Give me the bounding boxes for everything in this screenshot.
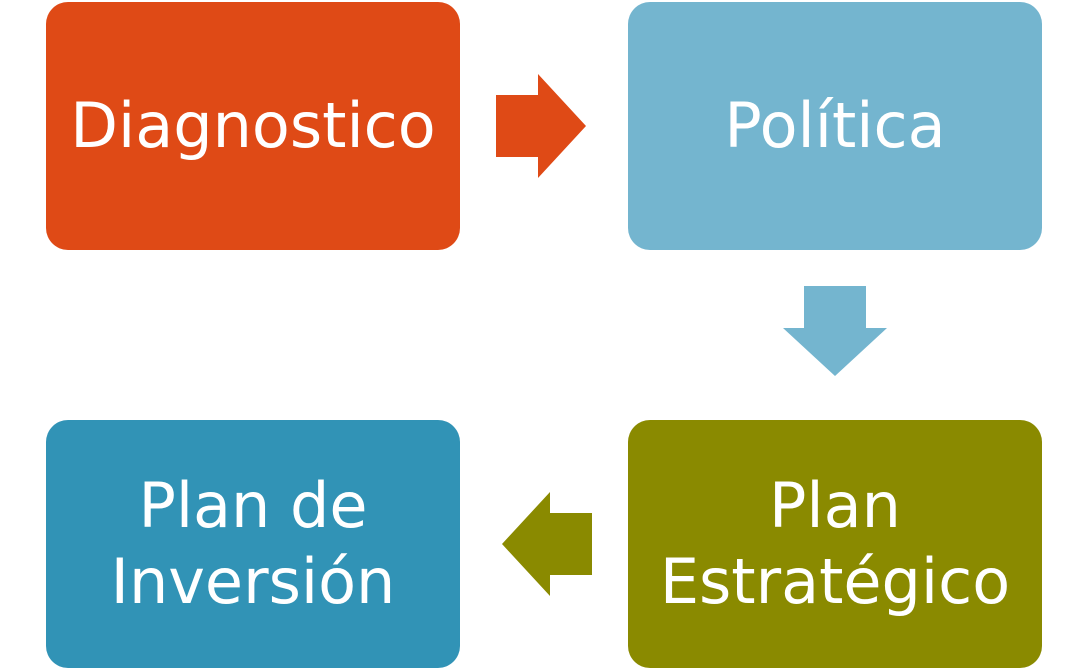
node-plan-inversion: Plan de Inversión [46,420,460,668]
node-plan-inversion-line1: Plan de [138,469,368,543]
arrow-left-icon [502,492,592,596]
arrow-down-icon [783,286,887,376]
node-diagnostico: Diagnostico [46,2,460,250]
node-plan-estrategico-line1: Plan [769,469,901,543]
node-plan-estrategico: Plan Estratégico [628,420,1042,668]
node-plan-inversion-line2: Inversión [110,545,396,618]
node-plan-estrategico-line2: Estratégico [659,545,1011,618]
node-politica: Política [628,2,1042,250]
arrow-right-icon [496,74,586,178]
node-diagnostico-label: Diagnostico [70,89,436,163]
node-politica-label: Política [724,89,946,163]
